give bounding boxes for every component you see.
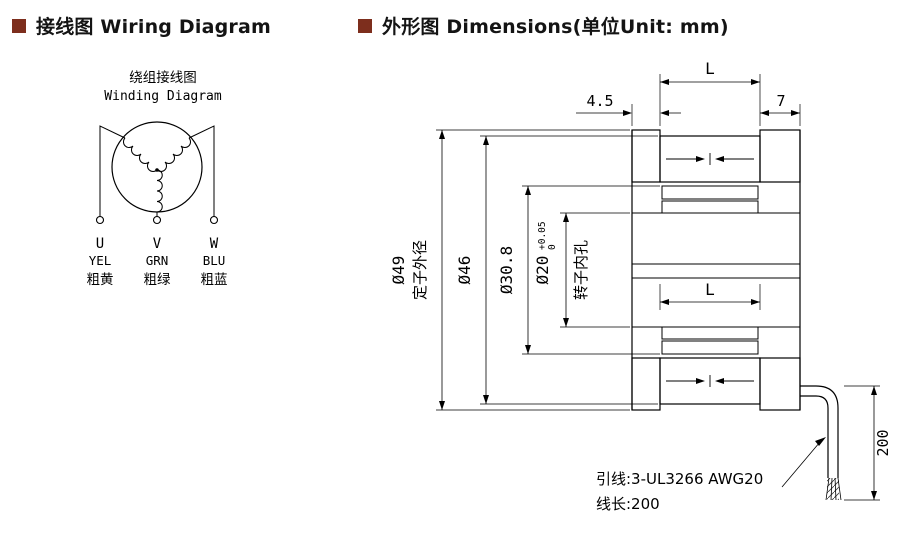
dim-top-L-text: L bbox=[705, 59, 715, 78]
coil-windings bbox=[122, 137, 192, 213]
dim-rotor-bore-text: Ø20 bbox=[533, 256, 552, 285]
end-block bbox=[631, 129, 661, 183]
terminal-w-color: BLU bbox=[203, 253, 226, 268]
end-block bbox=[631, 357, 661, 411]
dim-left-end-text: 4.5 bbox=[586, 92, 613, 110]
dim-left-end: 4.5 bbox=[576, 92, 681, 126]
motor-circle bbox=[111, 121, 203, 213]
dim-stator-od: Ø49 定子外径 bbox=[389, 129, 630, 411]
dim-rotor-bore: Ø20 +0.05 0 转子内孔 bbox=[533, 212, 630, 328]
terminal-u-color: YEL bbox=[89, 253, 112, 268]
section-header-dimensions: 外形图 Dimensions(单位Unit: mm) bbox=[358, 12, 729, 39]
lead-note-line2: 线长:200 bbox=[596, 495, 660, 513]
terminal-w-color-zh: 粗蓝 bbox=[201, 272, 228, 288]
section-title-dimensions: 外形图 Dimensions(单位Unit: mm) bbox=[382, 16, 729, 38]
terminal-u-color-zh: 粗黄 bbox=[87, 272, 114, 288]
winding-title-zh: 绕组接线图 bbox=[129, 69, 197, 86]
section-title-wiring: 接线图 Wiring Diagram bbox=[36, 16, 272, 38]
section-bullet-icon bbox=[358, 18, 372, 33]
dim-od2: Ø46 bbox=[455, 135, 658, 405]
dim-right-end-text: 7 bbox=[776, 92, 785, 110]
slot-liner-band bbox=[661, 326, 759, 340]
end-block bbox=[759, 357, 801, 411]
terminal-w-label: W bbox=[210, 236, 219, 252]
terminal-u bbox=[95, 215, 105, 225]
shaft-bore-lines bbox=[632, 263, 800, 279]
lamination-stack bbox=[659, 135, 761, 183]
dim-lead-length-text: 200 bbox=[874, 429, 892, 456]
winding-band bbox=[661, 340, 759, 355]
dim-bore-outer-text: Ø30.8 bbox=[497, 246, 516, 294]
terminal-u-label: U bbox=[96, 236, 104, 252]
end-block bbox=[759, 129, 801, 183]
dim-rotor-bore-label: 转子内孔 bbox=[572, 240, 590, 300]
dim-lead-length: 200 bbox=[844, 385, 892, 501]
dim-rotor-bore-tol-upper: +0.05 bbox=[537, 221, 548, 250]
winding-band bbox=[661, 185, 759, 200]
dim-stator-od-label: 定子外径 bbox=[411, 240, 429, 300]
lamination-stack bbox=[659, 357, 761, 405]
dim-stator-od-text: Ø49 bbox=[389, 256, 408, 285]
dimension-drawing: L 4.5 7 L bbox=[389, 59, 892, 513]
winding-title-en: Winding Diagram bbox=[104, 89, 222, 104]
terminal-v-label: V bbox=[153, 236, 162, 252]
section-bullet-icon bbox=[12, 18, 26, 33]
dim-rotor-bore-tol-lower: 0 bbox=[547, 244, 558, 250]
terminal-v bbox=[152, 215, 162, 225]
lead-wires bbox=[99, 125, 215, 217]
lead-note: 引线:3-UL3266 AWG20 线长:200 bbox=[596, 437, 826, 513]
dim-od2-text: Ø46 bbox=[455, 256, 474, 285]
terminal-v-color-zh: 粗绿 bbox=[144, 272, 171, 288]
section-header-wiring: 接线图 Wiring Diagram bbox=[12, 12, 271, 39]
terminal-w bbox=[209, 215, 219, 225]
slot-liner-band bbox=[661, 200, 759, 214]
winding-diagram: 绕组接线图 Winding Diagram U V W YEL GRN BLU … bbox=[87, 69, 228, 288]
terminal-v-color: GRN bbox=[146, 253, 169, 268]
stator-body bbox=[631, 129, 801, 411]
lead-note-line1: 引线:3-UL3266 AWG20 bbox=[596, 470, 763, 488]
star-point bbox=[155, 168, 159, 172]
lamination-arrows bbox=[661, 152, 759, 388]
dim-top-L: L bbox=[659, 59, 761, 126]
dim-mid-L-text: L bbox=[705, 280, 715, 299]
dim-mid-L: L bbox=[659, 280, 761, 310]
lead-wire bbox=[800, 385, 842, 501]
dim-right-end: 7 bbox=[760, 92, 801, 126]
dim-bore-outer: Ø30.8 bbox=[497, 185, 660, 355]
bore-edge-lines bbox=[632, 212, 800, 328]
